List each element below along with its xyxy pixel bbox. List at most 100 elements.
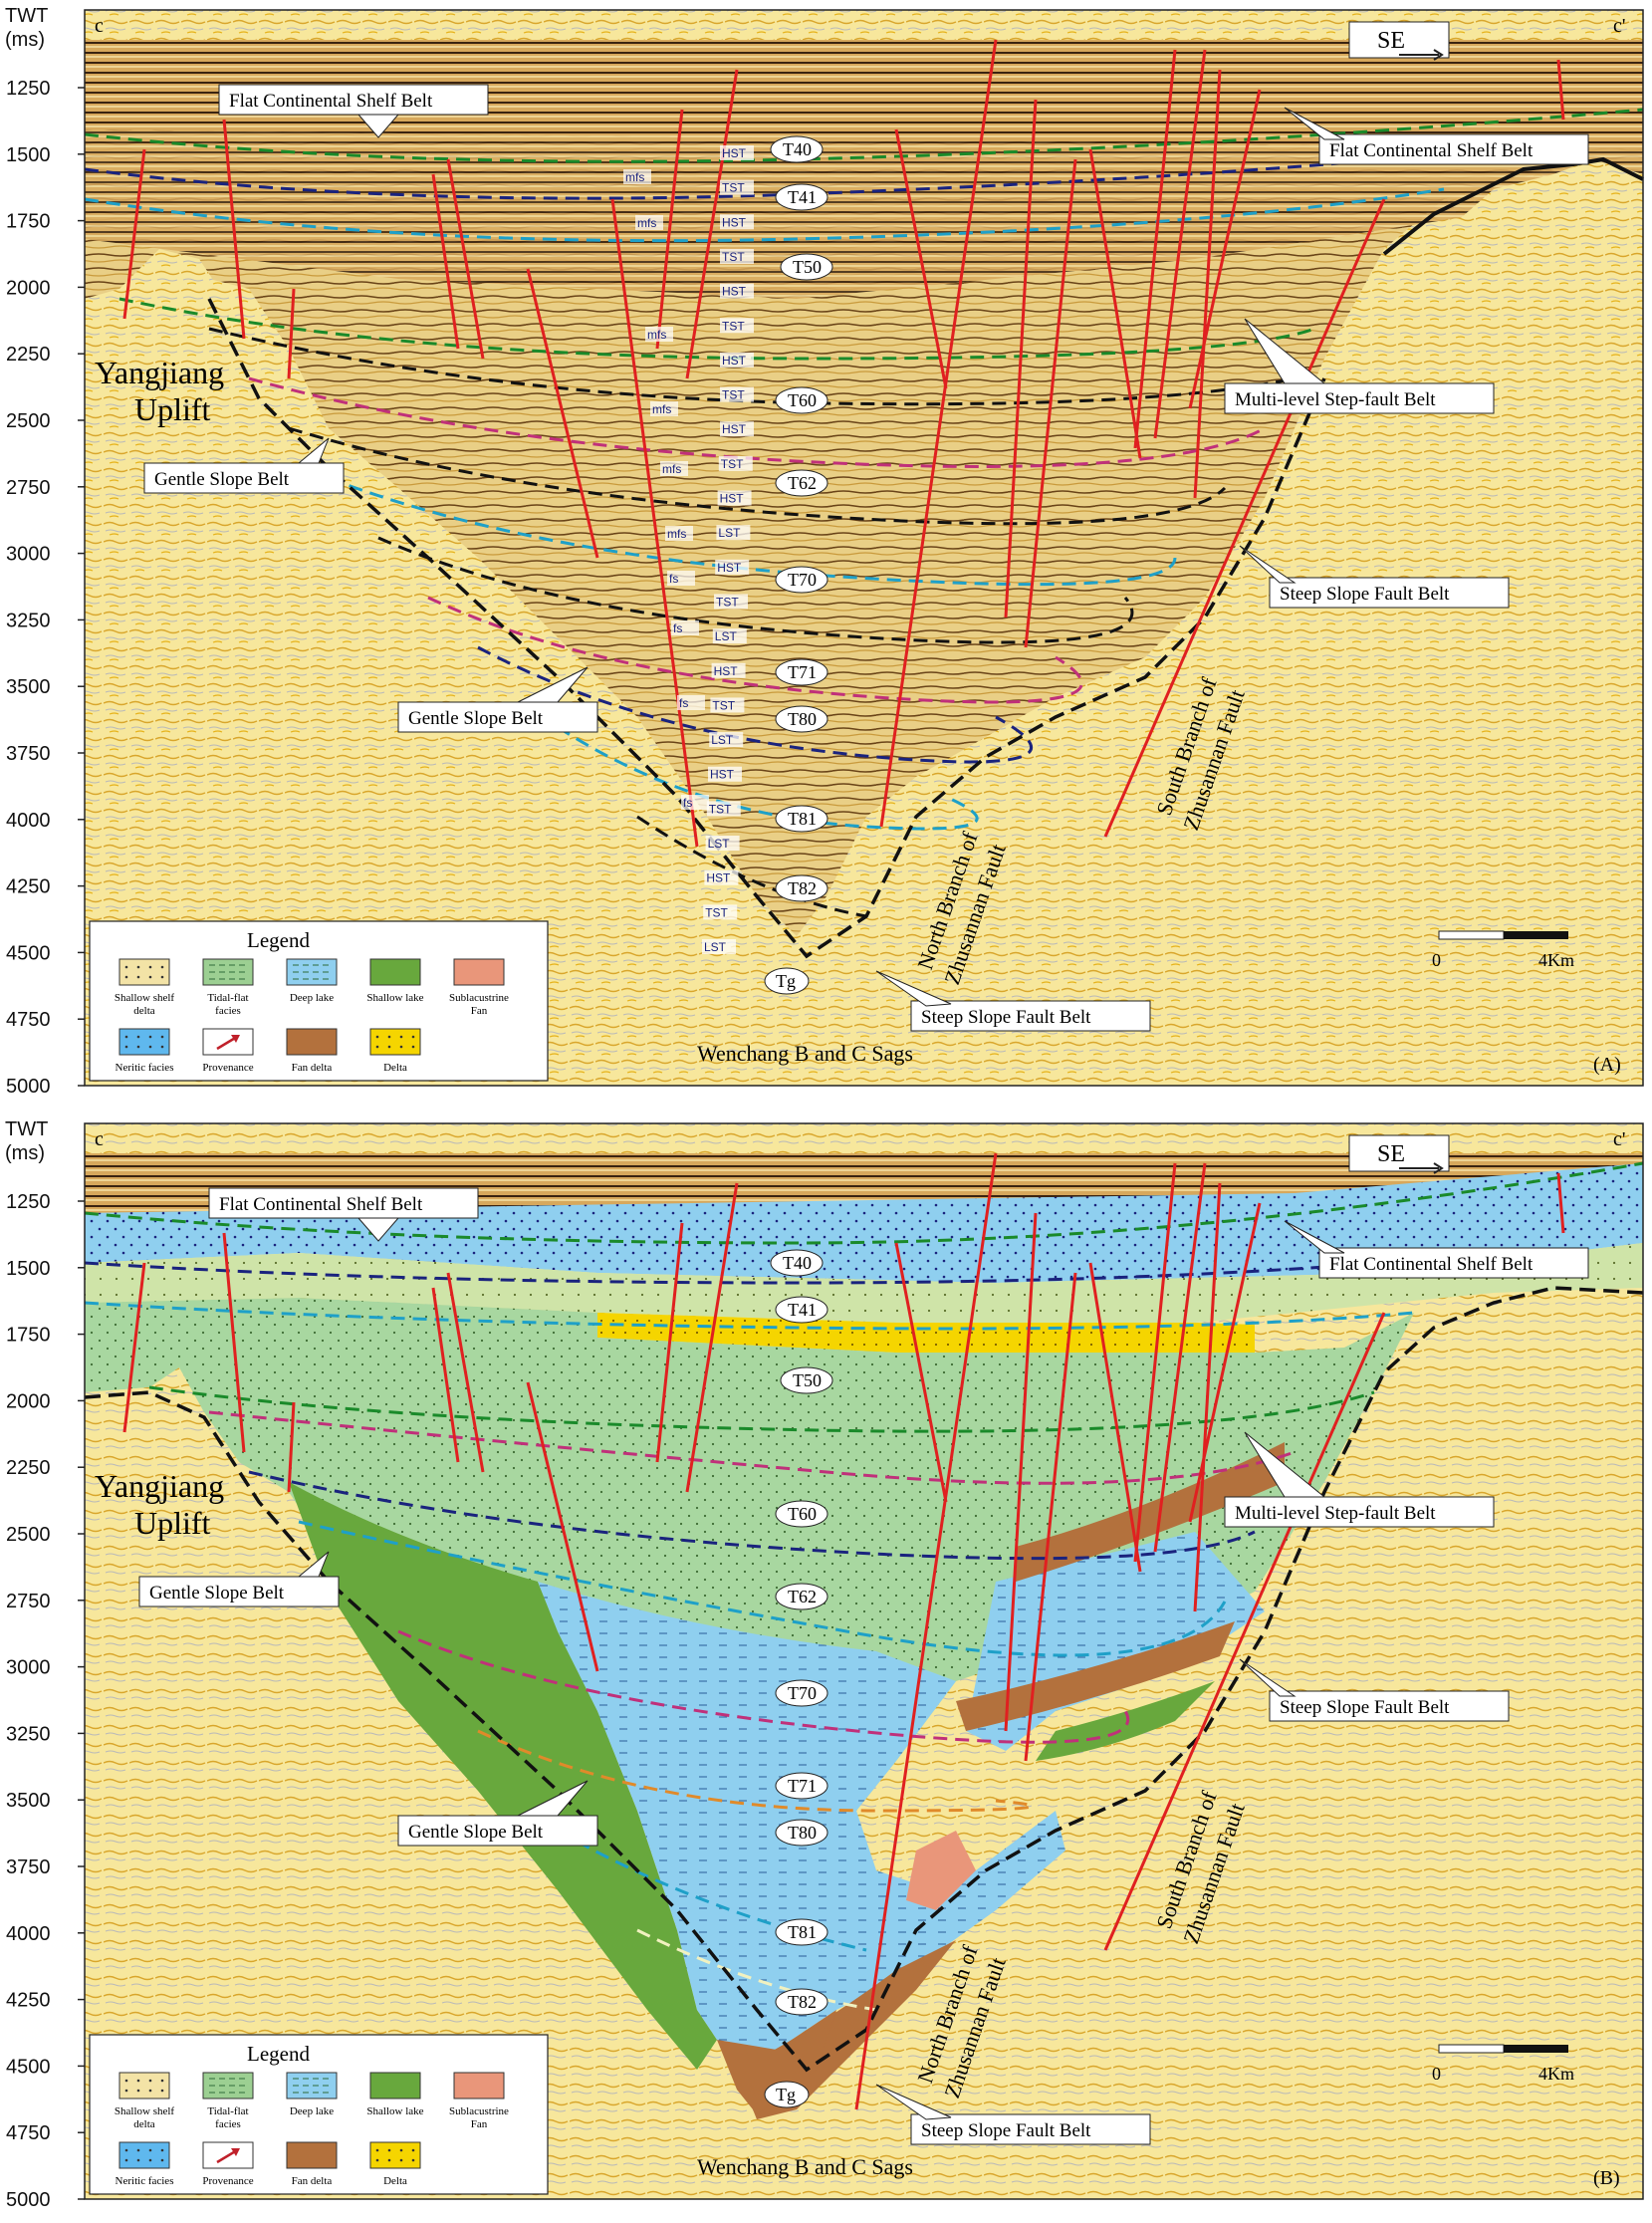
axis-tick-label: 1750: [6, 211, 51, 233]
legend-label: Delta: [383, 2175, 407, 2187]
legend-swatch: [369, 1028, 421, 1056]
axis-tick-label: 2250: [6, 344, 51, 366]
systems-tract-label: TST: [716, 595, 739, 609]
axis-tick-label: 4000: [6, 1923, 51, 1945]
legend-swatch: [286, 1028, 338, 1056]
legend-label: Neritic facies: [116, 2175, 174, 2187]
scale-bar-b: 0 4Km: [1432, 2044, 1574, 2084]
svg-text:Yangjiang: Yangjiang: [95, 1468, 224, 1504]
svg-text:0: 0: [1432, 2064, 1441, 2084]
label-gentle-slope-lower: Gentle Slope Belt: [408, 708, 544, 729]
axis-tick-label: 4250: [6, 876, 51, 898]
surface-label: mfs: [667, 527, 686, 541]
surface-label: fs: [679, 696, 688, 710]
direction-box-b: SE: [1348, 1134, 1450, 1174]
axis-tick-label: 5000: [6, 2189, 51, 2209]
axis-tick-label: 4750: [6, 1009, 51, 1031]
label-steep-slope-lower: Steep Slope Fault Belt: [921, 1007, 1091, 1028]
legend-label: delta: [133, 2118, 154, 2130]
systems-tract-label: TST: [722, 388, 745, 402]
legend-swatch: [453, 958, 505, 986]
legend-title: Legend: [247, 2042, 310, 2066]
systems-tract-label: TST: [722, 250, 745, 264]
legend-swatch: [453, 2072, 505, 2100]
direction-box: SE: [1348, 21, 1450, 61]
label-multi-step: Multi-level Step-fault Belt: [1235, 389, 1436, 410]
svg-text:4Km: 4Km: [1538, 2064, 1574, 2084]
legend-swatch: [202, 958, 254, 986]
systems-tract-label: HST: [706, 871, 731, 885]
legend-swatch: [369, 2141, 421, 2169]
axis-tick-label: 4500: [6, 942, 51, 964]
svg-text:T60: T60: [788, 1504, 817, 1524]
label-steep-slope-upper: Steep Slope Fault Belt: [1280, 584, 1450, 605]
svg-text:T71: T71: [788, 1776, 817, 1796]
legend-label: Sublacustrine: [449, 2105, 509, 2117]
svg-text:T40: T40: [783, 1253, 812, 1273]
systems-tract-label: HST: [722, 422, 747, 436]
svg-text:Gentle Slope Belt: Gentle Slope Belt: [149, 1583, 285, 1604]
faults-a: [122, 39, 1565, 848]
horizon-t70: T70: [788, 570, 817, 590]
legend-swatch: [286, 958, 338, 986]
axis-tick-label: 1750: [6, 1325, 51, 1347]
legend-label: Deep lake: [290, 992, 334, 1004]
svg-text:Gentle Slope Belt: Gentle Slope Belt: [408, 1822, 544, 1843]
svg-text:T62: T62: [788, 1587, 817, 1606]
legend-label: Provenance: [202, 1062, 253, 1074]
basin-outline-b: [84, 1286, 1644, 2073]
axis-tick-label: 1250: [6, 1191, 51, 1213]
label-yangjiang-1: Yangjiang: [95, 355, 224, 390]
axis-tick-label: 2000: [6, 277, 51, 299]
horizon-t71: T71: [788, 662, 817, 682]
axis-tick-label: 2500: [6, 410, 51, 432]
svg-text:Tg: Tg: [776, 2085, 796, 2104]
legend-swatch: [202, 2141, 254, 2169]
callouts-a: Flat Continental Shelf Belt Flat Contine…: [95, 84, 1589, 1066]
systems-tract-label: TST: [709, 802, 732, 816]
svg-text:c: c: [95, 1128, 104, 1150]
axis-tick-label: 2750: [6, 1591, 51, 1612]
svg-text:Multi-level Step-fault Belt: Multi-level Step-fault Belt: [1235, 1503, 1436, 1524]
legend-swatch: [202, 2072, 254, 2100]
twt-axis-b: TWT (ms) 1250150017502000225025002750300…: [5, 1118, 85, 2211]
svg-text:T80: T80: [788, 1823, 817, 1843]
systems-tract-label: LST: [704, 940, 727, 954]
legend-swatch: [118, 2141, 170, 2169]
seismic-section-a: TWT (ms) 1250150017502000225025002750300…: [5, 5, 1644, 1098]
basin-outline-a: [207, 298, 1326, 959]
label-flat-shelf-right: Flat Continental Shelf Belt: [1329, 140, 1534, 161]
legend-swatch: [369, 958, 421, 986]
svg-text:Wenchang B and C Sags: Wenchang B and C Sags: [697, 2154, 913, 2179]
svg-text:SE: SE: [1377, 1141, 1405, 1167]
legend-label: Fan: [471, 1005, 488, 1017]
svg-text:T41: T41: [788, 1300, 817, 1320]
horizon-t81: T81: [788, 809, 817, 829]
systems-tract-label: LST: [715, 629, 738, 643]
horizons-b: [84, 1161, 1644, 2012]
systems-tract-label: LST: [718, 526, 741, 540]
axis-tick-label: 2250: [6, 1457, 51, 1479]
corner-label-c: c: [95, 15, 104, 37]
legend-label: facies: [215, 1005, 241, 1017]
horizon-t62: T62: [788, 473, 817, 493]
legend-label: Shallow lake: [366, 992, 423, 1004]
legend-swatch: [118, 2072, 170, 2100]
systems-tract-label: TST: [721, 457, 744, 471]
surface-label: mfs: [647, 328, 666, 342]
facies-shallow-lake-left: [289, 1482, 717, 2070]
legend-swatch: [286, 2141, 338, 2169]
surface-label: mfs: [625, 170, 644, 184]
horizon-labels-a: T40 T41 T50 T60 T62 T70 T71 T80 T81 T82 …: [764, 135, 833, 995]
horizon-tg: Tg: [776, 971, 796, 991]
horizon-t40: T40: [783, 139, 812, 159]
label-sags: Wenchang B and C Sags: [697, 1041, 913, 1066]
surface-label: mfs: [652, 402, 671, 416]
legend-label: Shallow lake: [366, 2105, 423, 2117]
systems-tract-label: TST: [705, 905, 728, 919]
label-gentle-slope-upper: Gentle Slope Belt: [154, 469, 290, 490]
legend-label: Fan: [471, 2118, 488, 2130]
axis-tick-label: 3250: [6, 610, 51, 631]
panel-label-b: (B): [1593, 2167, 1620, 2189]
